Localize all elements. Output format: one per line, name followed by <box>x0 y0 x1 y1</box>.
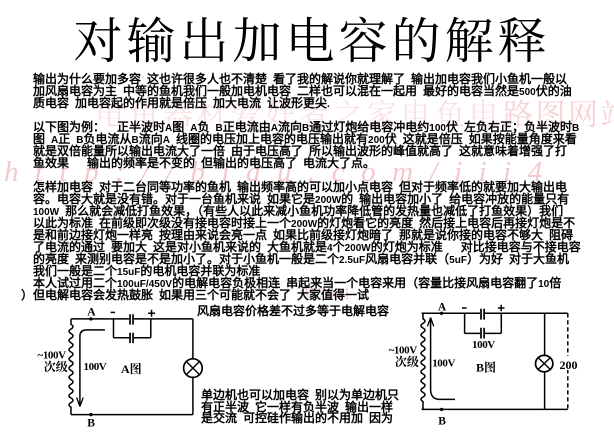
svg-text:A: A <box>87 307 96 319</box>
svg-text:A: A <box>438 302 447 314</box>
svg-text:100V: 100V <box>432 357 455 369</box>
svg-text:A图: A图 <box>121 362 142 376</box>
svg-text:~100V: ~100V <box>38 350 67 362</box>
svg-text:次级: 次级 <box>44 359 68 374</box>
svg-text:~100V: ~100V <box>389 345 418 357</box>
svg-text:次级: 次级 <box>395 354 419 369</box>
svg-text:100V: 100V <box>84 361 107 373</box>
svg-text:B: B <box>87 418 95 430</box>
svg-text:100V: 100V <box>472 339 495 351</box>
svg-text:200: 200 <box>560 358 578 372</box>
svg-text:B图: B图 <box>476 360 496 374</box>
svg-text:B: B <box>438 416 446 428</box>
